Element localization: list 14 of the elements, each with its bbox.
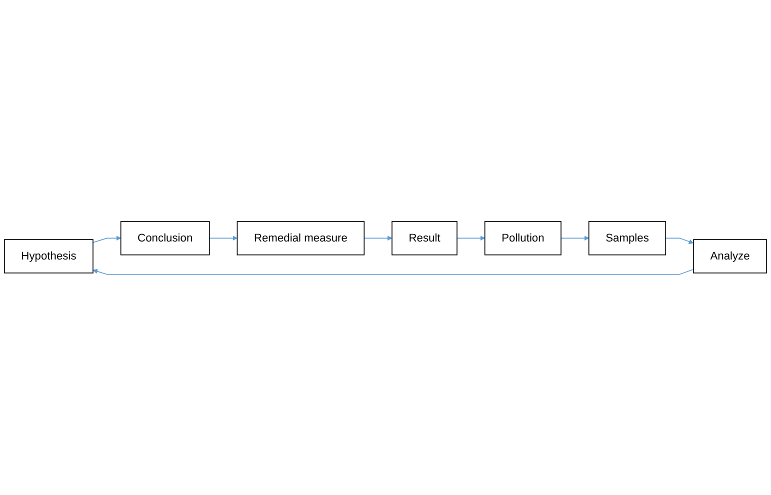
node-box: Remedial measure <box>236 220 365 255</box>
node-box: Samples <box>588 220 666 255</box>
node-box: Result <box>392 220 458 255</box>
arrow <box>92 235 122 242</box>
arrow <box>92 268 694 274</box>
arrow <box>456 235 486 240</box>
arrow <box>364 235 392 240</box>
arrow <box>560 235 590 240</box>
arrow <box>208 235 238 240</box>
node-box: Conclusion <box>120 220 210 255</box>
arrow <box>665 237 694 244</box>
node-box: Analyze <box>693 238 767 273</box>
node-box: Hypothesis <box>4 238 94 273</box>
node-box: Pollution <box>484 220 562 255</box>
